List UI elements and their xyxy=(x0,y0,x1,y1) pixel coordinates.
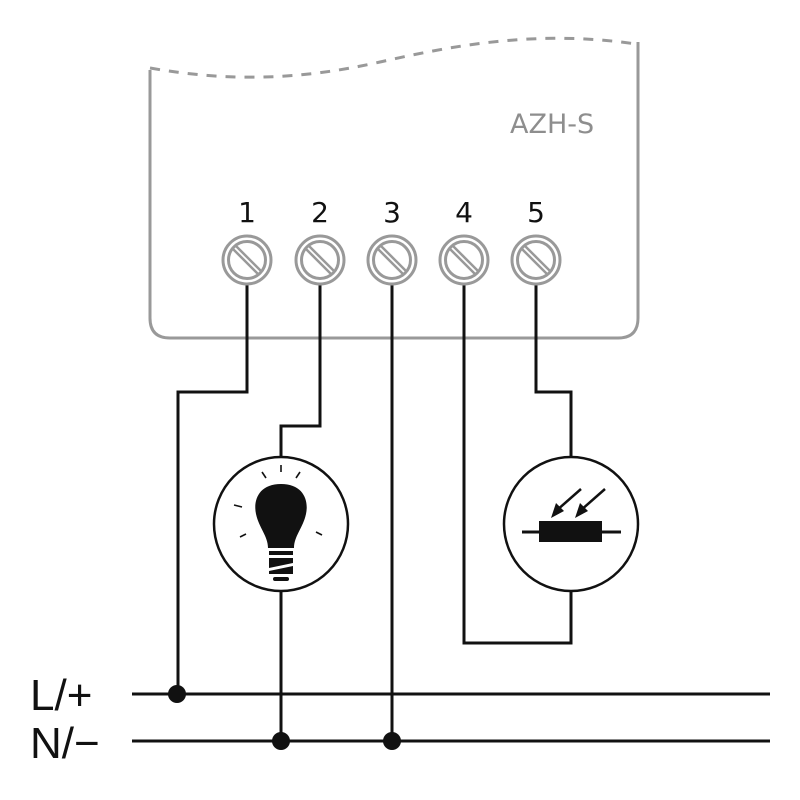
light-sensor-symbol xyxy=(502,455,640,593)
screw-outer-ring xyxy=(366,234,418,286)
junction-dot-terminal-3 xyxy=(383,732,401,750)
wire-terminal-5 xyxy=(534,285,573,457)
screw-inner-ring xyxy=(444,240,484,280)
screw-terminals xyxy=(221,234,562,286)
screw-slot xyxy=(379,244,408,273)
screw-slot xyxy=(376,247,405,276)
screw-terminal-2 xyxy=(294,234,346,286)
screw-slot xyxy=(451,244,480,273)
wire-terminal-1 xyxy=(176,285,249,694)
screw-terminal-3 xyxy=(366,234,418,286)
device-housing: AZH-S xyxy=(148,36,640,340)
photoresistor-icon xyxy=(522,488,621,542)
device-cut-edge xyxy=(149,36,637,79)
junction-dot-lamp xyxy=(272,732,290,750)
terminal-3-label: 3 xyxy=(383,196,401,229)
screw-slot xyxy=(448,247,477,276)
screw-inner-ring xyxy=(372,240,412,280)
screw-outer-ring xyxy=(438,234,490,286)
wires xyxy=(176,285,573,741)
screw-slot xyxy=(520,247,549,276)
wire-terminal-2 xyxy=(279,285,322,457)
screw-outer-ring xyxy=(221,234,273,286)
screw-outer-ring xyxy=(510,234,562,286)
line-bus-label: L/+ xyxy=(30,671,92,720)
lamp-symbol xyxy=(212,455,350,593)
junction-dot-terminal-1 xyxy=(168,685,186,703)
light-bulb-icon xyxy=(233,465,323,581)
neutral-bus-label: N/− xyxy=(30,719,100,768)
screw-inner-ring xyxy=(516,240,556,280)
screw-terminal-4 xyxy=(438,234,490,286)
screw-slot xyxy=(307,244,336,273)
device-outline xyxy=(148,42,640,340)
device-name: AZH-S xyxy=(510,109,594,140)
terminal-4-label: 4 xyxy=(455,196,473,229)
screw-terminal-5 xyxy=(510,234,562,286)
screw-slot xyxy=(523,244,552,273)
screw-inner-ring xyxy=(227,240,267,280)
screw-outer-ring xyxy=(294,234,346,286)
screw-terminal-1 xyxy=(221,234,273,286)
screw-inner-ring xyxy=(300,240,340,280)
terminal-2-label: 2 xyxy=(311,196,329,229)
screw-slot xyxy=(234,244,263,273)
screw-slot xyxy=(304,247,333,276)
terminal-5-label: 5 xyxy=(527,196,545,229)
wire-terminal-4 xyxy=(462,285,573,645)
terminal-1-label: 1 xyxy=(238,196,256,229)
screw-slot xyxy=(231,247,260,276)
